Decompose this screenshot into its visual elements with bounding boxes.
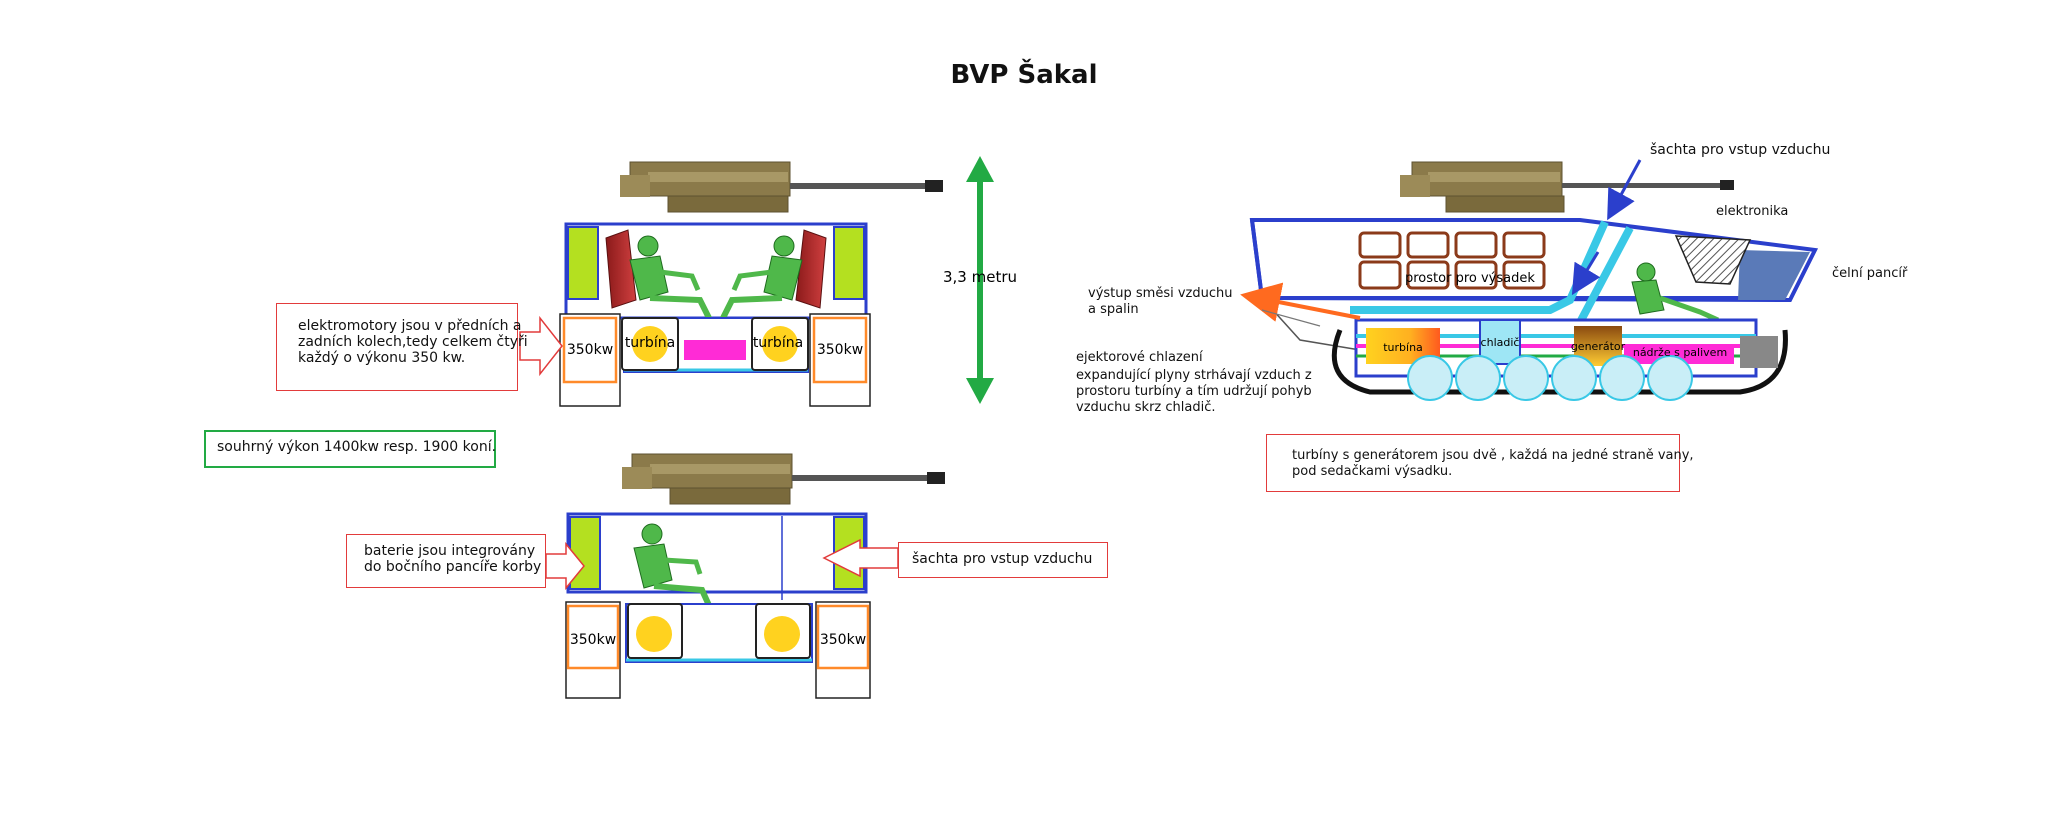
side-view: prostor pro výsadek turbína chladič gene… [1240, 159, 1819, 401]
road-wheels-icon [1407, 355, 1693, 401]
motor-right-label: 350kw [820, 632, 866, 648]
battery-left [567, 226, 599, 300]
motors-callout-arrow-icon [519, 315, 563, 377]
battery-callout-box [346, 534, 546, 588]
shaft-note: šachta pro vstup vzduchu [912, 551, 1093, 567]
motor-left [562, 316, 618, 384]
turbine-left-label: turbína [625, 335, 675, 351]
turbine-right-icon [762, 326, 798, 362]
shaft-callout-box [898, 542, 1108, 578]
ejector-text: expandující plyny strhávají vzduch z pro… [1076, 368, 1312, 415]
exhaust-label: výstup směsi vzduchu a spalin [1088, 286, 1233, 317]
motor-right-label: 350kw [817, 342, 863, 358]
turret-icon [622, 453, 945, 505]
motor-left-label: 350kw [570, 632, 616, 648]
page-title: BVP Šakal [950, 60, 1098, 90]
troop-seats-icon [1358, 231, 1546, 290]
total-power-box [204, 430, 496, 468]
shaft-callout-arrow-icon [822, 538, 899, 578]
battery-note: baterie jsou integrovány do bočního panc… [364, 543, 542, 575]
soldier-left-icon [629, 235, 715, 326]
generator-label: generátor [1571, 340, 1626, 353]
motors-note: elektromotory jsou v předních a zadních … [298, 318, 528, 366]
fuel-tank-icon [684, 340, 746, 360]
soldier-right-icon [717, 235, 803, 326]
front-view-full: 350kw 350kw turbína turbína [559, 161, 943, 407]
electronics-label: elektronika [1716, 204, 1789, 219]
fuel-label: nádrže s palivem [1633, 346, 1727, 359]
front-view-battery: 350kw 350kw [565, 453, 945, 699]
motor-left-label: 350kw [567, 342, 613, 358]
seat-left [605, 229, 637, 309]
side-turbine-label: turbína [1383, 341, 1423, 354]
turbine-right-label: turbína [753, 335, 803, 351]
motor-right [812, 316, 868, 384]
ejector-title: ejektorové chlazení [1076, 350, 1203, 365]
seat-right [795, 229, 827, 309]
height-arrow-icon [966, 156, 994, 404]
turret-icon [620, 161, 943, 213]
battery-callout-arrow-icon [545, 541, 585, 591]
front-armor-label: čelní pancíř [1832, 266, 1908, 281]
turbines-callout-box [1266, 434, 1680, 492]
turbine-left-icon [632, 326, 668, 362]
height-label: 3,3 metru [943, 268, 1017, 286]
cooler-label: chladič [1481, 336, 1520, 349]
turbines-note: turbíny s generátorem jsou dvě , každá n… [1292, 448, 1694, 479]
driver-icon [1631, 262, 1720, 323]
motors-callout-box [276, 303, 518, 391]
total-power-note: souhrný výkon 1400kw resp. 1900 koní. [217, 439, 497, 455]
side-shaft-label: šachta pro vstup vzduchu [1650, 142, 1831, 158]
battery-right [833, 226, 865, 300]
turret-icon [1400, 161, 1734, 213]
troop-space-label: prostor pro výsadek [1405, 271, 1535, 286]
